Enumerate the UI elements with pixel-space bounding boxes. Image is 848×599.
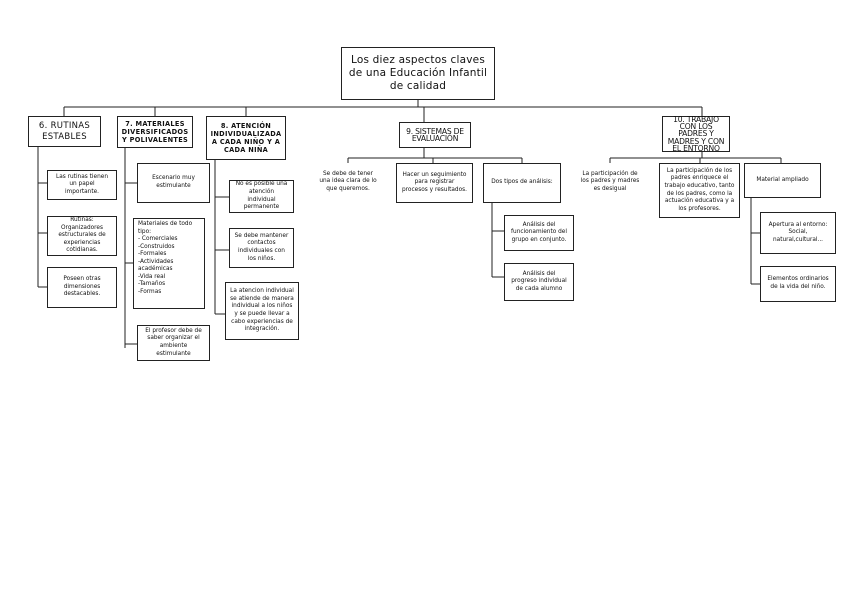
- evaluacion-item-2: Hacer un seguimiento para registrar proc…: [396, 163, 473, 203]
- evaluacion-item-3: Dos tipos de análisis:: [483, 163, 561, 203]
- branch-atencion-title: 8. ATENCIÓN INDIVIDUALIZADA A CADA NIÑO …: [210, 121, 282, 155]
- branch-trabajo-title: 10. TRABAJO CON LOS PADRES Y MADRES Y CO…: [667, 115, 725, 153]
- branch-materiales: 7. MATERIALES DIVERSIFICADOS Y POLIVALEN…: [117, 116, 193, 148]
- rutinas-item-3: Poseen otras dimensiones destacables.: [47, 267, 117, 308]
- branch-evaluacion: 9. SISTEMAS DE EVALUACIÓN: [399, 122, 471, 148]
- evaluacion-item-1: Se debe de tener una idea clara de lo qu…: [313, 163, 383, 201]
- rutinas-item-1: Las rutinas tienen un papel importante.: [47, 170, 117, 200]
- trabajo-item-1: La participación de los padres y madres …: [573, 163, 647, 201]
- atencion-item-2: Se debe mantener contactos individuales …: [229, 228, 294, 268]
- branch-atencion: 8. ATENCIÓN INDIVIDUALIZADA A CADA NIÑO …: [206, 116, 286, 160]
- atencion-item-3: La atencion individual se atiende de man…: [225, 282, 299, 340]
- trabajo-subitem-2: Elementos ordinarios de la vida del niño…: [760, 266, 836, 302]
- branch-rutinas: 6. RUTINAS ESTABLES: [28, 116, 101, 147]
- branch-trabajo: 10. TRABAJO CON LOS PADRES Y MADRES Y CO…: [662, 116, 730, 152]
- trabajo-item-3: Material ampliado: [744, 163, 821, 198]
- trabajo-subitem-1: Apertura al entorno: Social, natural,cul…: [760, 212, 836, 254]
- materiales-item-3: El profesor debe de saber organizar el a…: [137, 325, 210, 361]
- branch-evaluacion-title: 9. SISTEMAS DE EVALUACIÓN: [406, 126, 464, 143]
- root-node: Los diez aspectos claves de una Educació…: [341, 47, 495, 100]
- atencion-item-1: No es posible una atención individual pe…: [229, 180, 294, 213]
- evaluacion-subitem-1: Análisis del funcionamiento del grupo en…: [504, 215, 574, 251]
- rutinas-item-2: Rutinas: Organizadores estructurales de …: [47, 216, 117, 256]
- evaluacion-subitem-2: Análisis del progreso individual de cada…: [504, 263, 574, 301]
- branch-rutinas-title: 6. RUTINAS ESTABLES: [38, 121, 91, 142]
- branch-materiales-title: 7. MATERIALES DIVERSIFICADOS Y POLIVALEN…: [121, 119, 189, 145]
- root-title: Los diez aspectos claves de una Educació…: [348, 54, 488, 92]
- materiales-item-1: Escenario muy estimulante: [137, 163, 210, 203]
- materiales-item-2: Materiales de todo tipo: - Comerciales -…: [133, 218, 205, 309]
- trabajo-item-2: La participación de los padres enriquece…: [659, 163, 740, 218]
